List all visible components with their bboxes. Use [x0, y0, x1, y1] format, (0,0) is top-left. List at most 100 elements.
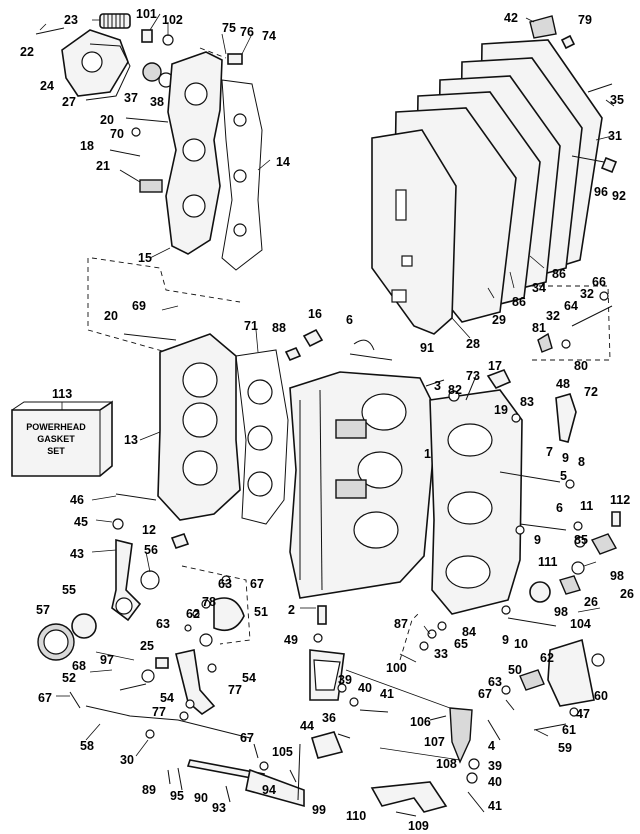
choke-solenoid-group	[289, 611, 605, 817]
callout-14: 14	[276, 155, 290, 169]
callout-8: 8	[578, 455, 585, 469]
callout-36: 36	[322, 711, 336, 725]
callout-20b: 20	[104, 309, 118, 323]
washer-9c	[501, 605, 511, 615]
washer-62a	[192, 610, 200, 618]
callout-61: 61	[562, 723, 576, 737]
washer-45	[112, 518, 124, 530]
pin-67d	[253, 743, 259, 759]
callout-19: 19	[494, 403, 508, 417]
washer-77a	[207, 663, 217, 673]
callout-32a: 32	[580, 287, 594, 301]
callout-24: 24	[40, 79, 54, 93]
callout-5: 5	[560, 469, 567, 483]
callout-54b: 54	[160, 691, 174, 705]
cover-gasket-71	[235, 349, 289, 525]
link-rod-58	[85, 705, 251, 739]
callout-100: 100	[386, 661, 407, 675]
callout-26b: 26	[584, 595, 598, 609]
callout-74: 74	[262, 29, 276, 43]
callout-29: 29	[492, 313, 506, 327]
callout-20a: 20	[100, 113, 114, 127]
callout-10: 10	[514, 637, 528, 651]
screw-36	[337, 733, 351, 739]
callout-62a: 62	[186, 607, 200, 621]
choke-lever-47	[547, 638, 595, 707]
callout-112: 112	[610, 493, 630, 507]
bolt-7	[499, 471, 561, 483]
head-gasket-14	[221, 79, 263, 271]
callout-9a: 9	[562, 451, 569, 465]
pin-3	[425, 379, 445, 387]
callout-60: 60	[594, 689, 608, 703]
callout-6: 6	[346, 313, 353, 327]
callout-93: 93	[212, 801, 226, 815]
pin-67c	[69, 691, 81, 709]
callout-113: 113	[52, 387, 72, 401]
callout-30: 30	[120, 753, 134, 767]
pulley-104	[529, 581, 551, 603]
callout-16: 16	[308, 307, 322, 321]
callout-110: 110	[346, 809, 366, 823]
callout-84: 84	[462, 625, 476, 639]
callout-73: 73	[466, 369, 480, 383]
callout-94: 94	[262, 783, 276, 797]
callout-50: 50	[508, 663, 522, 677]
washer-30	[145, 729, 155, 739]
callout-37: 37	[124, 91, 138, 105]
sensor-21	[139, 179, 163, 193]
callout-22: 22	[20, 45, 34, 59]
callout-83: 83	[520, 395, 534, 409]
plug-74	[227, 53, 243, 65]
callout-38: 38	[150, 95, 164, 109]
washer-83	[511, 413, 521, 423]
callout-64: 64	[564, 299, 578, 313]
callout-41a: 41	[380, 687, 394, 701]
bolt-6b	[519, 523, 567, 531]
callout-3: 3	[434, 379, 441, 393]
callout-45: 45	[74, 515, 88, 529]
callout-39a: 39	[338, 673, 352, 687]
callout-41b: 41	[488, 799, 502, 813]
callout-4: 4	[488, 739, 495, 753]
callout-26a: 26	[620, 587, 634, 601]
washer-70	[131, 127, 141, 137]
washer-40b	[466, 772, 478, 784]
callout-31: 31	[608, 129, 622, 143]
bracket-48	[555, 393, 577, 443]
bolt-35	[587, 83, 613, 93]
callout-39b: 39	[488, 759, 502, 773]
callout-27: 27	[62, 95, 76, 109]
screw-52	[119, 683, 147, 691]
screw-112	[611, 511, 621, 527]
callout-99: 99	[312, 803, 326, 817]
callout-92: 92	[612, 189, 626, 203]
screw-106	[429, 715, 447, 721]
bolt-96	[571, 155, 605, 163]
nut-92	[600, 156, 618, 174]
callout-78: 78	[202, 595, 216, 609]
callout-9b: 9	[534, 533, 541, 547]
link-99	[245, 768, 305, 808]
callout-102: 102	[162, 13, 183, 27]
washer-85	[574, 536, 586, 548]
callout-40a: 40	[358, 681, 372, 695]
callout-67c: 67	[38, 691, 52, 705]
callout-63c: 63	[488, 675, 502, 689]
washer-94	[259, 761, 269, 771]
callout-77b: 77	[152, 705, 166, 719]
washer-39a	[337, 683, 347, 693]
callout-44: 44	[300, 719, 314, 733]
callout-107: 107	[424, 735, 445, 749]
screw-20a	[125, 117, 169, 123]
cylinder-head-cover-group	[35, 13, 263, 303]
screw-91	[349, 353, 393, 361]
exhaust-cover-group	[371, 15, 618, 361]
washer-68	[141, 669, 155, 683]
callout-46: 46	[70, 493, 84, 507]
callout-43: 43	[70, 547, 84, 561]
clip-17	[486, 368, 512, 389]
callout-109: 109	[408, 819, 429, 833]
callout-49: 49	[284, 633, 298, 647]
kit-line-2: GASKET	[37, 434, 75, 444]
